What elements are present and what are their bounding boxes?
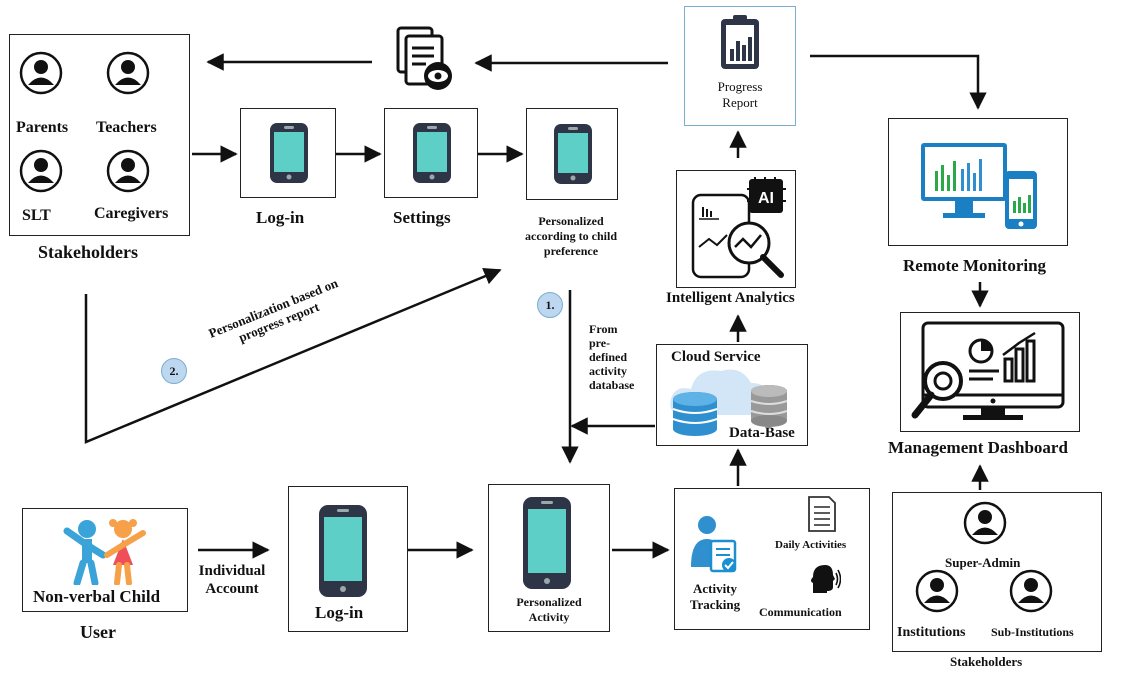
login-box-bottom: Log-in bbox=[288, 486, 408, 632]
slt-label: SLT bbox=[22, 207, 51, 224]
clipboard-chart-icon bbox=[721, 15, 759, 69]
arrow-report-remote bbox=[810, 54, 987, 110]
predefined-l3: defined bbox=[589, 350, 628, 364]
arrow-personalization-loop bbox=[84, 267, 502, 444]
activity-tracking-label: Activity Tracking bbox=[679, 581, 751, 613]
person-clipboard-icon bbox=[691, 516, 737, 573]
personalized-box bbox=[526, 108, 618, 200]
personalized-activity-box: Personalized Activity bbox=[488, 484, 610, 632]
cloud-database-icon bbox=[670, 369, 788, 436]
person-icon bbox=[1009, 569, 1053, 613]
personalized-line3: preference bbox=[543, 244, 599, 258]
person-icon bbox=[106, 51, 150, 95]
user-label: User bbox=[80, 622, 116, 642]
pa-l1: Personalized bbox=[516, 595, 582, 609]
intelligent-analytics-label: Intelligent Analytics bbox=[666, 290, 795, 306]
step-1-badge: 1. bbox=[537, 292, 563, 318]
pa-l2: Activity bbox=[528, 610, 570, 624]
progress-report-label: Progress Report bbox=[685, 79, 795, 111]
daily-activities-label: Daily Activities bbox=[775, 539, 847, 551]
settings-label: Settings bbox=[393, 208, 451, 227]
personalized-line2: according to child bbox=[525, 229, 617, 243]
account-l1: Individual bbox=[198, 563, 266, 579]
personalized-label: Personalized according to child preferen… bbox=[508, 214, 634, 259]
login-bottom-label: Log-in bbox=[315, 603, 364, 622]
speaking-head-icon bbox=[811, 565, 841, 593]
predefined-l4: activity bbox=[589, 364, 627, 378]
at-l1: Activity bbox=[692, 581, 738, 596]
at-l2: Tracking bbox=[689, 597, 741, 612]
progress-line2: Report bbox=[722, 95, 758, 110]
super-admin-label: Super-Admin bbox=[945, 555, 1021, 570]
person-icon bbox=[19, 149, 63, 193]
smartphone-icon bbox=[319, 505, 367, 597]
smartphone-icon bbox=[554, 124, 592, 184]
login-top-label: Log-in bbox=[256, 208, 305, 227]
monitor-phone-icon bbox=[921, 143, 1037, 229]
step-2-badge: 2. bbox=[161, 358, 187, 384]
child-box: Non-verbal Child bbox=[22, 508, 188, 612]
person-icon bbox=[963, 501, 1007, 545]
account-l2: Account bbox=[205, 581, 259, 597]
individual-account-label: Individual Account bbox=[188, 562, 276, 598]
stakeholders-title: Stakeholders bbox=[38, 242, 139, 262]
smartphone-icon bbox=[270, 123, 308, 183]
login-box-top bbox=[240, 108, 336, 198]
teachers-label: Teachers bbox=[96, 119, 157, 136]
management-dashboard-box bbox=[900, 312, 1080, 432]
progress-line1: Progress bbox=[717, 79, 763, 94]
remote-monitoring-box bbox=[888, 118, 1068, 246]
personalized-activity-label: Personalized Activity bbox=[489, 595, 609, 625]
smartphone-icon bbox=[413, 123, 451, 183]
institutions-label: Institutions bbox=[897, 625, 966, 640]
sub-institutions-label: Sub-Institutions bbox=[991, 625, 1074, 639]
cloud-service-label: Cloud Service bbox=[671, 349, 761, 365]
children-icon bbox=[63, 519, 146, 585]
parents-label: Parents bbox=[16, 119, 69, 136]
stakeholders-box: Parents Teachers SLT Caregivers bbox=[9, 34, 190, 236]
settings-box bbox=[384, 108, 478, 198]
document-eye-icon bbox=[396, 26, 452, 90]
remote-monitoring-label: Remote Monitoring bbox=[903, 256, 1047, 275]
child-label: Non-verbal Child bbox=[33, 587, 161, 606]
personalized-line1: Personalized bbox=[538, 214, 604, 228]
smartphone-icon bbox=[523, 497, 571, 589]
cloud-service-box: Cloud Service Data-Base bbox=[656, 344, 808, 446]
progress-report-box: Progress Report bbox=[684, 6, 796, 126]
predefined-note: From pre- defined activity database bbox=[589, 322, 634, 392]
activity-tracking-box: Activity Tracking Daily Activities Commu… bbox=[674, 488, 870, 630]
management-dashboard-label: Management Dashboard bbox=[888, 438, 1068, 457]
predefined-l2: pre- bbox=[589, 336, 611, 350]
ai-analytics-icon: AI bbox=[691, 177, 786, 279]
predefined-l5: database bbox=[589, 378, 635, 392]
analytics-box: AI bbox=[676, 170, 796, 288]
stakeholders-bottom-box: Super-Admin Institutions Sub-Institution… bbox=[892, 492, 1102, 652]
caregivers-label: Caregivers bbox=[94, 205, 169, 222]
person-icon bbox=[915, 569, 959, 613]
stakeholders-bottom-title: Stakeholders bbox=[950, 654, 1023, 669]
predefined-l1: From bbox=[589, 322, 618, 336]
person-icon bbox=[106, 149, 150, 193]
database-label: Data-Base bbox=[729, 425, 795, 441]
person-icon bbox=[19, 51, 63, 95]
ai-chip-text: AI bbox=[758, 190, 774, 207]
dashboard-monitor-icon bbox=[911, 321, 1065, 420]
communication-label: Communication bbox=[759, 605, 842, 619]
document-list-icon bbox=[808, 496, 836, 532]
